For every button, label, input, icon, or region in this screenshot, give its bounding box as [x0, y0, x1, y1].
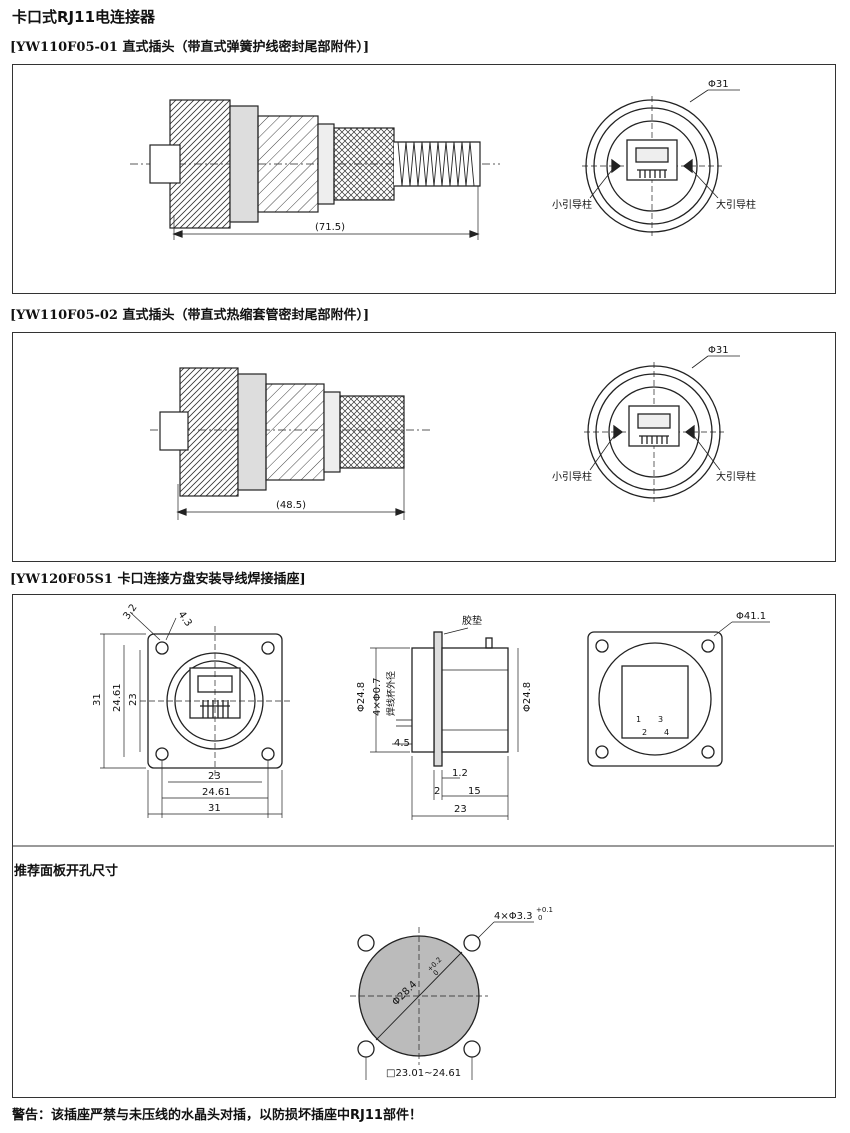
- label-small-pin-1: 小引导柱: [552, 198, 592, 211]
- label-small-pin-2: 小引导柱: [552, 470, 592, 483]
- pin-1: 1: [636, 715, 641, 724]
- dim-4-5: 4.5: [394, 738, 410, 749]
- drawing-frame-2: [12, 332, 836, 562]
- dim-24-61-horizontal: 24.61: [202, 787, 231, 798]
- pin-3: 3: [658, 715, 663, 724]
- dim-31-vertical: 31: [92, 693, 103, 706]
- panel-cutout-view: [350, 921, 534, 1080]
- dim-cut-diameter-tol-zero: 0: [432, 969, 441, 978]
- receptacle-side-view: [370, 627, 519, 820]
- dim-15: 15: [468, 786, 481, 797]
- dim-cut-square: □23.01~24.61: [386, 1068, 461, 1079]
- dim-length-1: (71.5): [315, 222, 345, 233]
- dim-24-61-vertical: 24.61: [112, 683, 123, 712]
- label-solder-cup: 焊线杯外径: [385, 671, 397, 716]
- dim-23-horizontal: 23: [208, 771, 221, 782]
- dim-length-2: (48.5): [276, 500, 306, 511]
- dim-cut-holes-tol: +0.1: [536, 906, 553, 914]
- dim-23-vertical: 23: [128, 693, 139, 706]
- receptacle-rear-view: [587, 621, 770, 767]
- receptacle-front-view: [100, 611, 290, 818]
- dim-4-3: 4.3: [176, 609, 194, 628]
- dim-23-side: 23: [454, 804, 467, 815]
- dim-phi31-1: Φ31: [708, 79, 729, 90]
- dim-1-2: 1.2: [452, 768, 468, 779]
- label-big-pin-1: 大引导柱: [716, 198, 756, 211]
- section-label-2: [YW110F05-02 直式插头（带直式热缩套管密封尾部附件）]: [10, 308, 370, 323]
- plug-1-front-view: [582, 89, 740, 236]
- pin-2: 2: [642, 728, 647, 737]
- dim-cut-holes: 4×Φ3.3: [494, 911, 533, 922]
- label-big-pin-2: 大引导柱: [716, 470, 756, 483]
- panel-cutout-title: 推荐面板开孔尺寸: [14, 864, 119, 879]
- plug-1-side-view: [130, 99, 500, 240]
- plug-2-side-view: [150, 367, 430, 520]
- page-title: 卡口式RJ11电连接器: [12, 8, 156, 26]
- dim-phi31-2: Φ31: [708, 345, 729, 356]
- section-label-3: [YW120F05S1 卡口连接方盘安装导线焊接插座]: [10, 572, 306, 587]
- pin-4: 4: [664, 728, 669, 737]
- dim-phi24-8-left: Φ24.8: [356, 682, 367, 712]
- plug-2-front-view: [584, 355, 740, 502]
- warning-text: 警告：该插座严禁与未压线的水晶头对插，以防损坏插座中RJ11部件！: [12, 1108, 422, 1123]
- dim-cut-holes-tol-zero: 0: [538, 914, 542, 922]
- label-gasket: 胶垫: [462, 614, 482, 627]
- dim-4x-phi0-7: 4×Φ0.7: [372, 677, 383, 716]
- dim-phi41-1: Φ41.1: [736, 611, 766, 622]
- dim-phi24-8-right: Φ24.8: [522, 682, 533, 712]
- dim-31-horizontal: 31: [208, 803, 221, 814]
- dim-2: 2: [434, 786, 440, 797]
- section-label-1: [YW110F05-01 直式插头（带直式弹簧护线密封尾部附件）]: [10, 40, 370, 55]
